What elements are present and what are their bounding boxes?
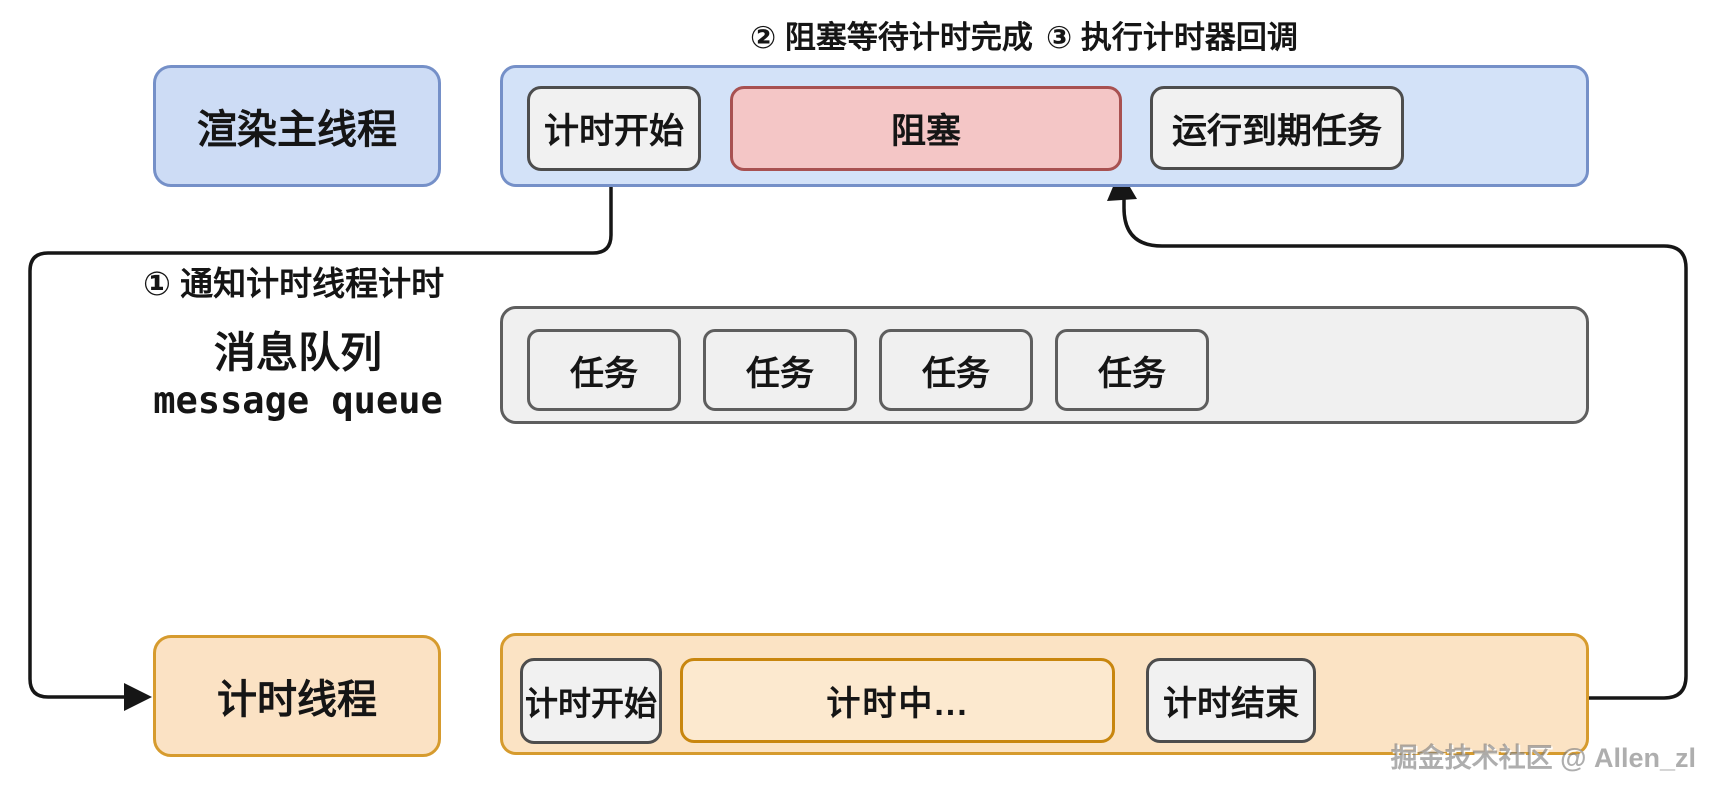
timer-thread-label-box: 计时线程 xyxy=(153,635,441,757)
annotation-step1: ① 通知计时线程计时 xyxy=(143,265,445,302)
queue-task-box: 任务 xyxy=(1055,329,1209,411)
queue-task-box: 任务 xyxy=(527,329,681,411)
main-thread-label: 渲染主线程 xyxy=(197,108,397,152)
timer-thread-label: 计时线程 xyxy=(217,678,377,722)
main-thread-label-box: 渲染主线程 xyxy=(153,65,441,187)
main-blocked-box: 阻塞 xyxy=(730,86,1122,171)
watermark: 掘金技术社区 @ Allen_zl xyxy=(1390,743,1696,773)
timer-thread-timeline: 计时开始 计时中... 计时结束 xyxy=(500,633,1589,755)
queue-task-box: 任务 xyxy=(879,329,1033,411)
arrow-notify-timer-thread-head xyxy=(124,683,152,711)
main-timing-start-box: 计时开始 xyxy=(527,86,701,171)
main-run-expired-box: 运行到期任务 xyxy=(1150,86,1404,170)
message-queue-label-zh: 消息队列 xyxy=(213,329,382,376)
annotation-step2: ② 阻塞等待计时完成 xyxy=(750,20,1033,55)
arrow-notify-timer-thread xyxy=(28,166,613,699)
arrow-timer-done-callback xyxy=(1122,196,1688,700)
timer-timing-running-box: 计时中... xyxy=(680,658,1115,743)
timer-timing-end-box: 计时结束 xyxy=(1146,658,1316,743)
message-queue-label: 消息队列 message queue xyxy=(88,328,508,424)
main-thread-timeline: 计时开始 阻塞 运行到期任务 xyxy=(500,65,1589,187)
message-queue-label-en: message queue xyxy=(153,379,443,422)
timer-timing-start-box: 计时开始 xyxy=(520,658,662,744)
annotation-step3: ③ 执行计时器回调 xyxy=(1046,20,1298,55)
message-queue-container: 任务 任务 任务 任务 xyxy=(500,306,1589,424)
queue-task-box: 任务 xyxy=(703,329,857,411)
